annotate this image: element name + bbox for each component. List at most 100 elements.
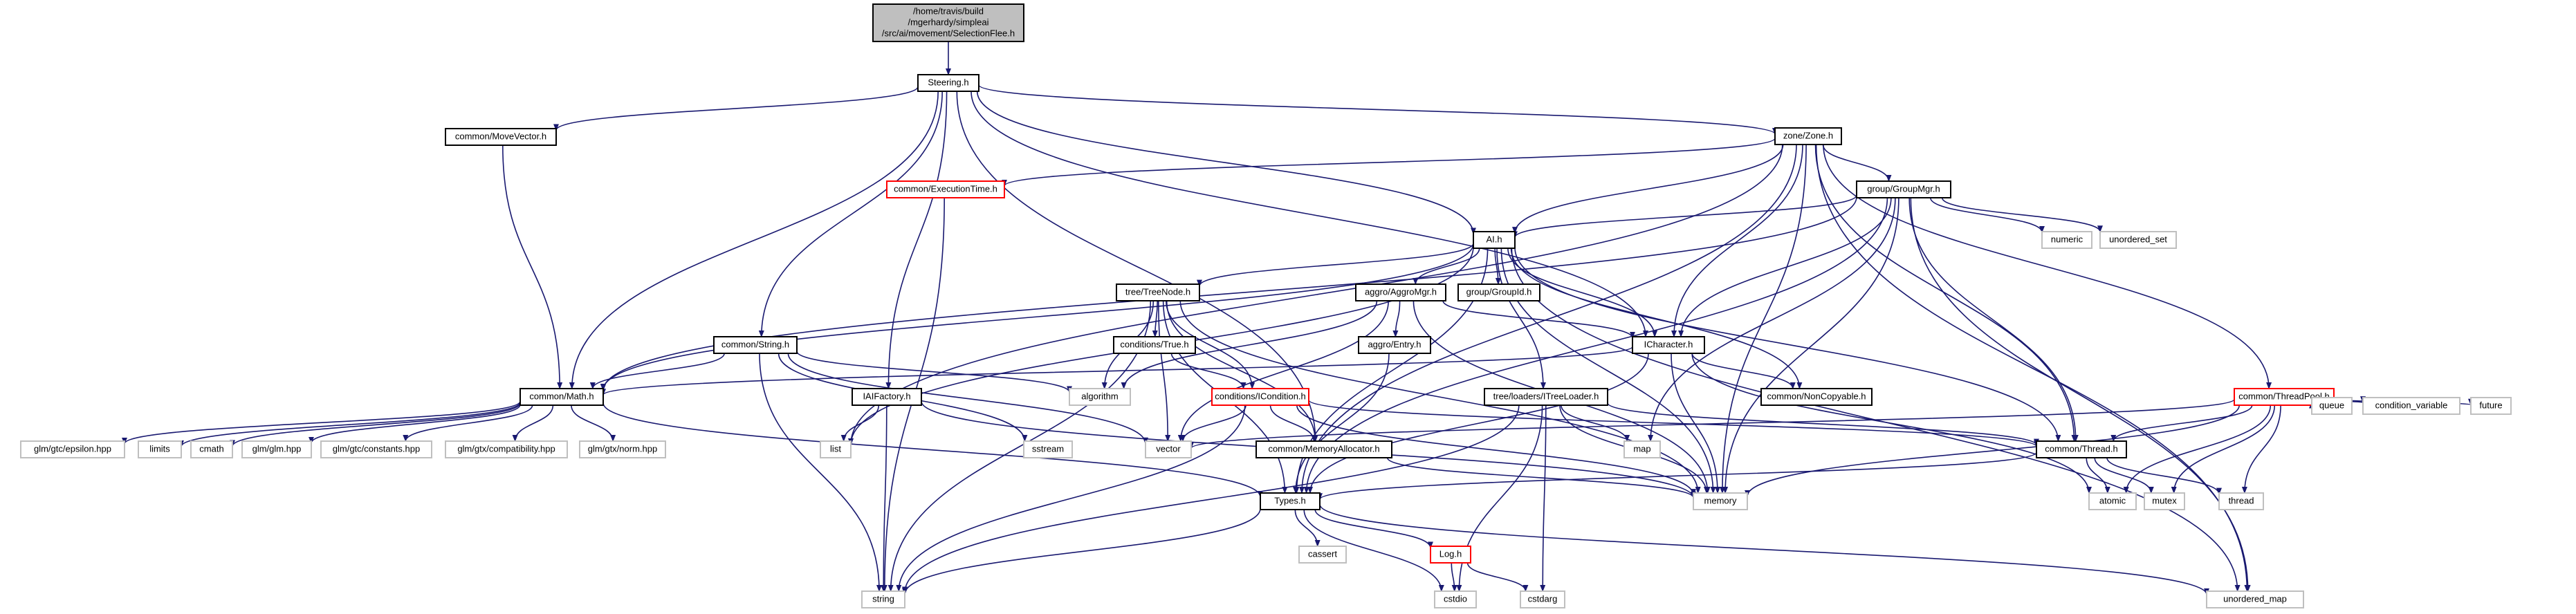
edge-icondition-to-thread_h <box>1308 399 2039 447</box>
edge-groupmgr-to-unordered_set <box>1941 197 2103 233</box>
edge-zone-to-memory <box>1719 144 1807 494</box>
node-label-glm_glm: glm/glm.hpp <box>252 443 302 454</box>
edge-movevector-to-math <box>502 145 563 389</box>
edge-math-to-cmath <box>230 402 521 447</box>
node-math[interactable]: common/Math.h <box>519 388 604 406</box>
node-string_h[interactable]: common/String.h <box>713 336 798 354</box>
edge-ai-to-noncopyable <box>1510 248 1803 389</box>
edge-icondition-to-memory <box>1296 404 1696 496</box>
node-label-atomic: atomic <box>2099 495 2126 505</box>
node-box-mutex <box>2144 492 2185 510</box>
edge-math-to-glm_epsilon <box>122 401 521 445</box>
edge-ai-to-math <box>600 243 1474 391</box>
node-label-cassert: cassert <box>1308 548 1337 559</box>
node-label-glm_constants: glm/gtc/constants.hpp <box>333 443 420 454</box>
node-icondition[interactable]: conditions/ICondition.h <box>1211 388 1309 406</box>
node-entry[interactable]: aggro/Entry.h <box>1358 336 1431 354</box>
node-glm_norm: glm/gtx/norm.hpp <box>579 440 666 458</box>
node-steering[interactable]: Steering.h <box>917 74 979 92</box>
node-label-types: Types.h <box>1274 495 1306 505</box>
node-ai[interactable]: AI.h <box>1473 231 1516 249</box>
node-label-list: list <box>830 443 841 454</box>
node-unordered_map: unordered_map <box>2206 590 2304 608</box>
node-box-iaifactory <box>852 388 922 406</box>
edge-groupmgr-to-unordered_map <box>1910 197 2251 592</box>
node-vector: vector <box>1145 440 1192 458</box>
node-memalloc[interactable]: common/MemoryAllocator.h <box>1255 440 1392 458</box>
edge-math-to-limits <box>178 402 521 447</box>
edge-steering-to-iaifactory <box>885 91 948 389</box>
node-exectime[interactable]: common/ExecutionTime.h <box>886 180 1005 198</box>
node-box-limits <box>138 440 182 458</box>
node-treenode[interactable]: tree/TreeNode.h <box>1116 283 1200 301</box>
node-box-icharacter <box>1632 336 1705 354</box>
edge-icharacter-to-atomic <box>1691 353 2092 494</box>
node-label-cstdio: cstdio <box>1444 593 1467 604</box>
node-label-icharacter: ICharacter.h <box>1644 339 1693 349</box>
edge-zone-to-groupmgr <box>1822 144 1892 182</box>
edge-steering-to-icharacter <box>970 91 1648 337</box>
edge-aggromgr-to-icharacter <box>1442 300 1635 339</box>
edge-zone-to-icharacter <box>1671 144 1803 337</box>
node-true_h[interactable]: conditions/True.h <box>1113 336 1196 354</box>
node-groupmgr[interactable]: group/GroupMgr.h <box>1856 180 1951 198</box>
node-icharacter[interactable]: ICharacter.h <box>1632 336 1705 354</box>
edge-steering-to-zone <box>978 84 1778 135</box>
edge-string_h-to-string <box>759 353 882 592</box>
node-label-memalloc: common/MemoryAllocator.h <box>1268 443 1379 454</box>
edge-zone-to-threadpool <box>1823 144 2272 389</box>
edge-groupmgr-to-math <box>600 196 1857 391</box>
node-box-glm_compat <box>445 440 568 458</box>
node-label-map: map <box>1633 443 1650 454</box>
edge-ai-to-treenode <box>1197 243 1474 287</box>
node-log[interactable]: Log.h <box>1430 546 1471 564</box>
edge-threadpool-to-thread <box>2241 404 2281 494</box>
node-aggromgr[interactable]: aggro/AggroMgr.h <box>1355 283 1446 301</box>
node-glm_epsilon: glm/gtc/epsilon.hpp <box>20 440 125 458</box>
node-groupid[interactable]: group/GroupId.h <box>1457 283 1540 301</box>
edge-types-to-log <box>1314 509 1433 549</box>
edge-treenode-to-true_h <box>1152 300 1158 337</box>
node-box-thread <box>2218 492 2264 510</box>
edge-log-to-cstdarg <box>1466 562 1529 592</box>
edge-math-to-glm_norm <box>571 404 616 442</box>
node-label-ai: AI.h <box>1486 234 1502 244</box>
node-types[interactable]: Types.h <box>1260 492 1321 510</box>
node-box-atomic <box>2088 492 2137 510</box>
edges <box>122 41 2474 595</box>
node-box-types <box>1260 492 1321 510</box>
edge-icharacter-to-memory <box>1671 353 1720 494</box>
node-box-future <box>2470 397 2512 415</box>
edge-groupmgr-to-thread_h <box>1908 197 2079 442</box>
node-root[interactable]: /home/travis/build/mgerhardy/simpleai/sr… <box>872 3 1024 42</box>
node-box-movevector <box>445 128 557 146</box>
edge-iaifactory-to-list <box>840 404 880 442</box>
node-thread_h[interactable]: common/Thread.h <box>2036 440 2127 458</box>
edge-icharacter-to-math <box>600 346 1633 396</box>
node-box-sstream <box>1023 440 1073 458</box>
node-cmath: cmath <box>190 440 233 458</box>
node-label-unordered_map: unordered_map <box>2223 593 2287 604</box>
node-treeloader[interactable]: tree/loaders/ITreeLoader.h <box>1484 388 1608 406</box>
node-noncopyable[interactable]: common/NonCopyable.h <box>1760 388 1873 406</box>
edge-ai-to-groupid <box>1494 248 1501 285</box>
node-label-string_h: common/String.h <box>721 339 789 349</box>
node-zone[interactable]: zone/Zone.h <box>1774 127 1842 145</box>
node-label-cstdarg: cstdarg <box>1528 593 1558 604</box>
node-label-limits: limits <box>149 443 170 454</box>
node-cstdio: cstdio <box>1434 590 1477 608</box>
node-label-aggromgr: aggro/AggroMgr.h <box>1365 286 1437 297</box>
node-movevector[interactable]: common/MoveVector.h <box>445 128 557 146</box>
node-box-ai <box>1473 231 1516 249</box>
node-box-cstdarg <box>1520 590 1565 608</box>
node-thread: thread <box>2218 492 2264 510</box>
node-label-numeric: numeric <box>2051 234 2083 244</box>
node-iaifactory[interactable]: IAIFactory.h <box>852 388 922 406</box>
node-label-thread: thread <box>2229 495 2254 505</box>
edge-threadpool-to-memory <box>1745 404 2240 497</box>
node-memory: memory <box>1693 492 1748 510</box>
node-box-treeloader <box>1484 388 1608 406</box>
node-limits: limits <box>138 440 182 458</box>
edge-types-to-string <box>902 508 1261 595</box>
